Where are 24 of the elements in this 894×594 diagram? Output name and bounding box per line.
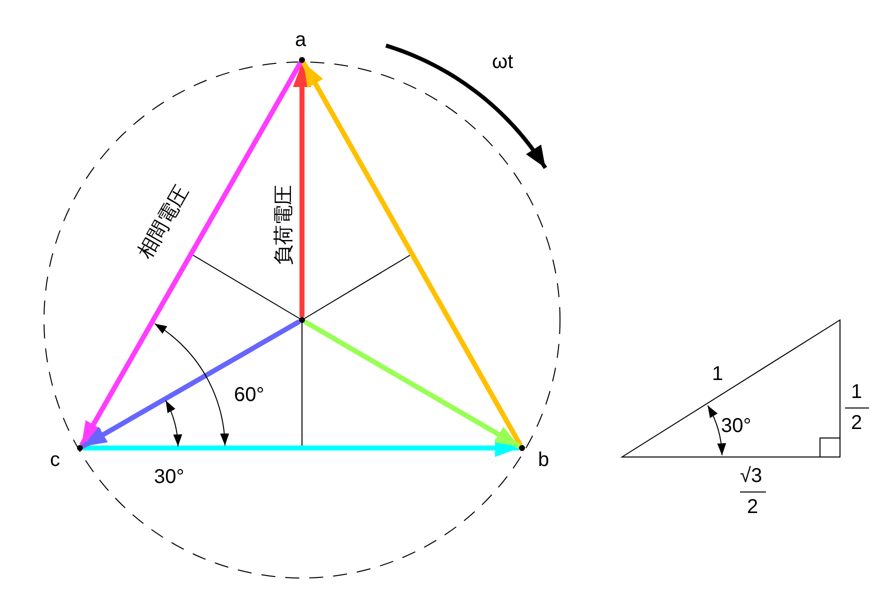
vertex-point (299, 57, 305, 63)
fraction-numerator: 1 (851, 382, 862, 402)
fraction-numerator: √3 (740, 466, 762, 486)
fraction-denominator: 2 (747, 497, 758, 517)
rotation-label: ωt (492, 52, 514, 72)
angle-label: 30° (721, 416, 752, 436)
arrow (79, 61, 303, 447)
vertex-point (299, 317, 305, 323)
vertex-label: b (538, 450, 550, 470)
angle-label: 60° (234, 385, 264, 405)
arrow (303, 319, 521, 449)
edge-label: 負荷電圧 (273, 185, 293, 265)
vertex-label: c (50, 450, 60, 470)
angle-label: 30° (154, 467, 184, 487)
arrow (301, 61, 523, 447)
vertex-point (519, 445, 525, 451)
arrow (81, 319, 301, 449)
side-label: 1 (712, 364, 724, 384)
vertex-label: a (295, 30, 306, 50)
arrow (293, 63, 311, 317)
fraction-denominator: 2 (851, 413, 862, 433)
arrow (83, 439, 519, 457)
edge-label: 相間電圧 (134, 182, 192, 262)
vertex-point (77, 445, 83, 451)
